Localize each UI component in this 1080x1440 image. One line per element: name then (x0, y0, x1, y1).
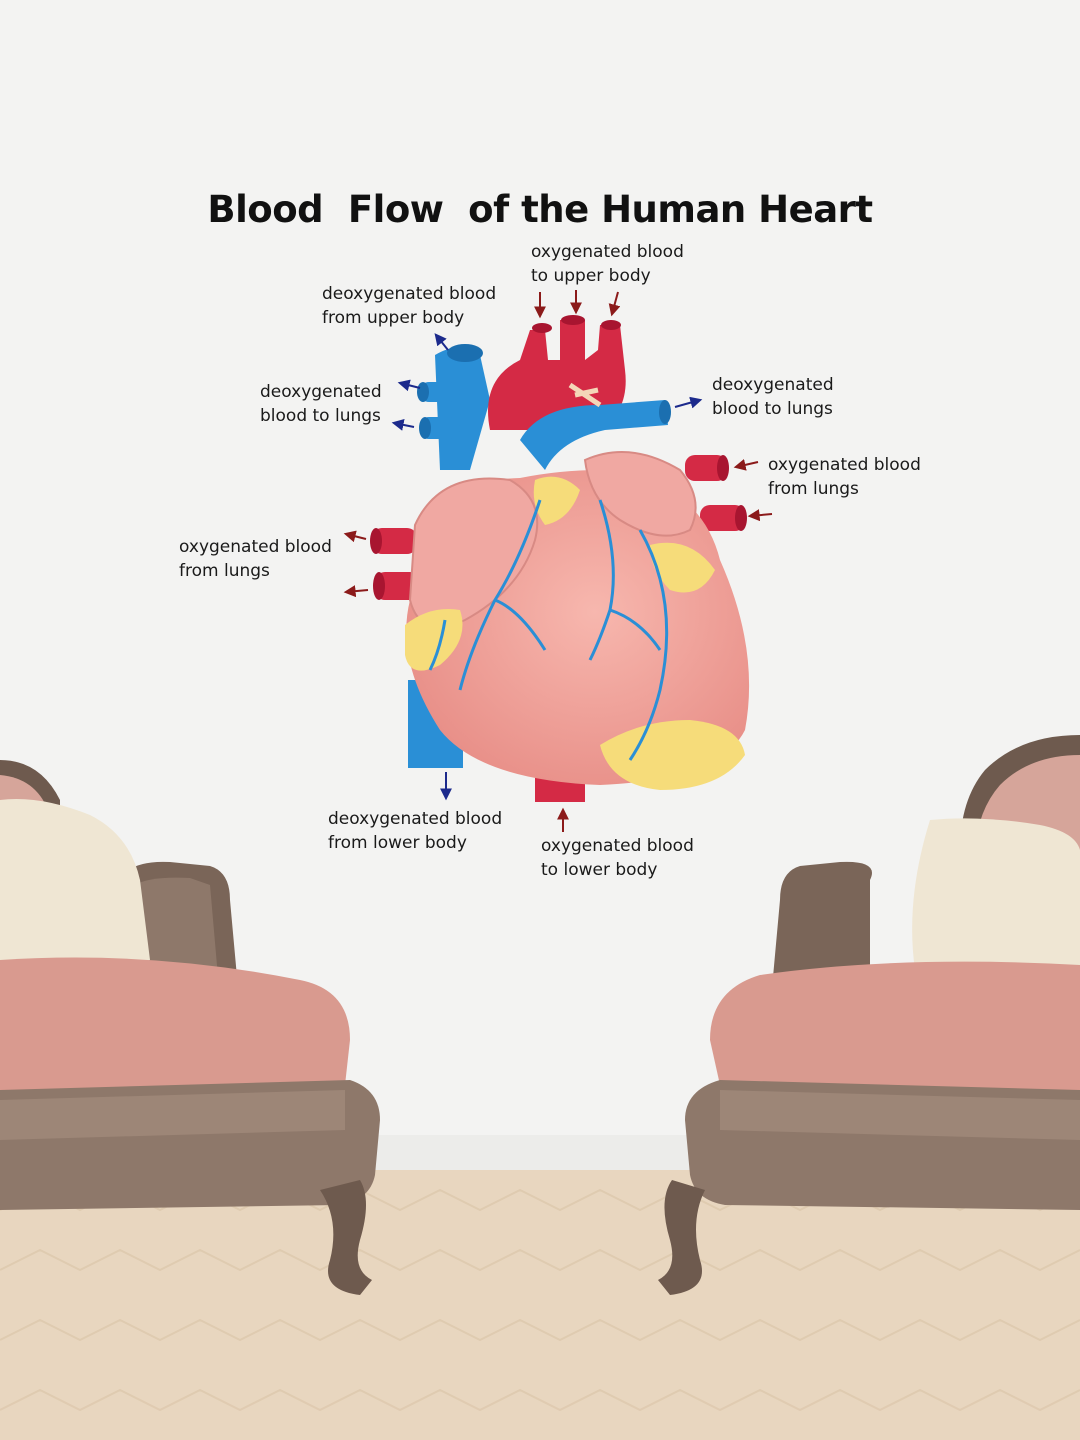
arrow-deoxy-upper (434, 333, 449, 351)
right-chair-leg (658, 1180, 705, 1295)
label-line: blood to lungs (260, 406, 381, 426)
arrow-oxy-lungs-right-2 (747, 509, 773, 522)
pulmonary-trunk (520, 400, 668, 470)
arrow-deoxy-lungs-left-1 (397, 379, 421, 392)
arrow-oxy-lungs-left-2 (343, 585, 369, 598)
aorta (488, 320, 626, 430)
left-armchair (0, 760, 380, 1295)
arrow-deoxy-lungs-left-2 (391, 418, 415, 431)
fat-4 (600, 720, 745, 790)
coronary-vessels (428, 499, 669, 761)
label-deoxy-lungs-left: deoxygenated blood to lungs (260, 380, 382, 428)
label-oxy-lungs-left: oxygenated blood from lungs (179, 535, 332, 583)
label-line: deoxygenated blood (322, 284, 497, 304)
left-atrium (583, 451, 697, 537)
label-line: oxygenated blood (768, 455, 921, 475)
left-seat (0, 957, 350, 1095)
arrow-deoxy-lungs-right (674, 396, 703, 409)
pulmonary-vein-right-1 (685, 455, 727, 481)
label-line: from upper body (322, 308, 465, 328)
heart-illustration (370, 315, 750, 802)
label-line: deoxygenated (712, 375, 834, 395)
arrow-oxy-upper-3 (608, 291, 621, 317)
left-chair-leg (320, 1180, 372, 1295)
right-pillow (912, 818, 1080, 977)
right-armchair (658, 735, 1080, 1295)
superior-vena-cava (435, 347, 490, 470)
label-oxy-lower-body: oxygenated blood to lower body (541, 834, 694, 882)
label-line: from lungs (179, 561, 270, 581)
label-line: oxygenated blood (179, 537, 332, 557)
label-oxy-upper-body: oxygenated blood to upper body (531, 240, 684, 288)
right-seat (710, 961, 1080, 1095)
pulmonary-vein-right-2 (700, 505, 745, 531)
fat-2 (533, 476, 580, 525)
label-line: to lower body (541, 860, 658, 880)
arrow-oxy-lungs-right-1 (733, 459, 759, 471)
label-deoxy-lower-body: deoxygenated blood from lower body (328, 807, 502, 855)
carpet (0, 1170, 1080, 1440)
label-deoxy-lungs-right: deoxygenated blood to lungs (712, 373, 834, 421)
label-deoxy-upper-body: deoxygenated blood from upper body (322, 282, 496, 330)
diagram-title: Blood Flow of the Human Heart (207, 188, 873, 231)
pulmonary-vein-left-1 (372, 528, 417, 554)
label-line: oxygenated blood (531, 242, 684, 262)
fat-3 (650, 542, 715, 593)
label-line: oxygenated blood (541, 836, 694, 856)
flow-arrows (343, 290, 773, 832)
label-line: from lower body (328, 833, 467, 853)
left-pillow (0, 799, 150, 975)
label-line: from lungs (768, 479, 859, 499)
fat-1 (405, 609, 463, 671)
arrow-oxy-lungs-left-1 (343, 530, 367, 543)
label-line: deoxygenated blood (328, 809, 503, 829)
label-oxy-lungs-right: oxygenated blood from lungs (768, 453, 921, 501)
label-line: blood to lungs (712, 399, 833, 419)
pulmonary-vein-left-2 (375, 572, 420, 600)
label-line: to upper body (531, 266, 651, 286)
label-line: deoxygenated (260, 382, 382, 402)
